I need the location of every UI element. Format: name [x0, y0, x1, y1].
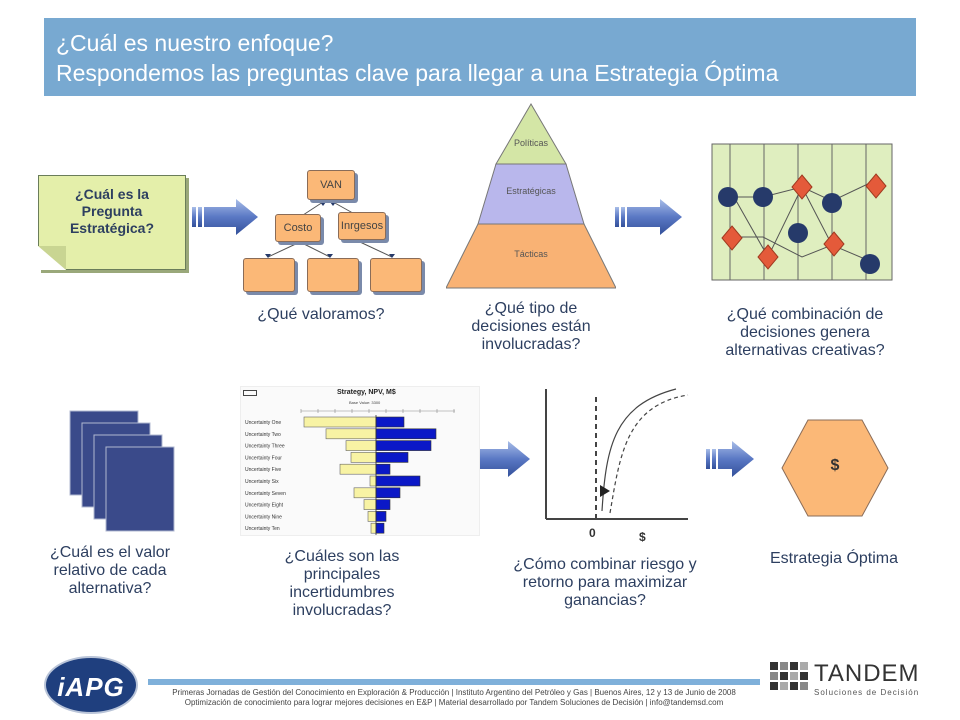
optimal-dollar-symbol: $ — [830, 457, 840, 474]
risk-axis-dollar: $ — [639, 530, 646, 544]
alternatives-stack-icon — [69, 410, 175, 532]
arrow-right-icon-4 — [706, 441, 754, 477]
title-banner: ¿Cuál es nuestro enfoque? Respondemos la… — [44, 18, 916, 96]
tornado-bar-low — [369, 475, 377, 487]
tornado-bar-high — [375, 428, 437, 440]
tornado-row-label: Uncertainty Two — [245, 432, 281, 438]
tornado-bar-high — [375, 487, 401, 499]
tandem-logo: TANDEM Soluciones de Decisión — [770, 660, 920, 700]
tornado-bar-high — [375, 522, 385, 534]
tornado-chart: Strategy, NPV, M$ Base Value: 3300 Uncer… — [240, 386, 480, 536]
pyramid-middle-label: Estratégicas — [506, 186, 556, 196]
tornado-row-label: Uncertainty Nine — [245, 514, 282, 520]
footer-line-2: Optimización de conocimiento para lograr… — [184, 698, 724, 707]
decision-pyramid — [446, 103, 616, 289]
tornado-row-label: Uncertainty Five — [245, 467, 281, 473]
tree-node-costo: Costo — [275, 214, 321, 242]
tree-node-van-label: VAN — [320, 179, 342, 191]
tornado-bar-low — [363, 499, 377, 510]
risk-axis-zero: 0 — [589, 526, 596, 540]
tornado-bar-low — [367, 511, 377, 522]
stack-caption: ¿Cuál es el valor relativo de cada alter… — [49, 544, 171, 597]
tree-node-ingresos: Inrgesos — [338, 212, 386, 240]
tornado-bar-high — [375, 416, 405, 428]
arrow-right-icon-2 — [615, 199, 682, 235]
title-line-1: ¿Cuál es nuestro enfoque? — [56, 30, 334, 56]
tornado-bar-high — [375, 440, 432, 451]
pyramid-caption: ¿Qué tipo de decisiones están involucrad… — [471, 300, 591, 353]
footer-line-1: Primeras Jornadas de Gestión del Conocim… — [172, 688, 736, 697]
tornado-bar-high — [375, 475, 421, 487]
tornado-bar-high — [375, 511, 387, 522]
tandem-grid-icon — [770, 662, 808, 690]
tornado-bar-low — [353, 487, 377, 499]
tornado-title: Strategy, NPV, M$ — [337, 389, 396, 396]
iapg-logo-text: iAPG — [57, 672, 125, 702]
pyramid-bottom-label: Tácticas — [514, 249, 548, 259]
note-fold — [38, 246, 66, 270]
tornado-bar-low — [345, 440, 377, 451]
tornado-row-label: Uncertainty Eight — [245, 503, 284, 509]
tornado-row-label: Uncertainty Three — [245, 444, 285, 450]
tornado-bar-low — [350, 452, 377, 463]
risk-return-graph — [545, 388, 689, 520]
pyramid-top-label: Políticas — [513, 138, 548, 148]
note-text: ¿Cuál es la Pregunta Estratégica? — [69, 186, 155, 236]
tornado-corner-icon — [243, 390, 257, 396]
optimal-caption: Estrategia Óptima — [769, 550, 899, 567]
tornado-row-label: Uncertainty One — [245, 420, 281, 426]
strategic-question-note: ¿Cuál es la Pregunta Estratégica? — [38, 175, 186, 270]
value-caption: ¿Qué valoramos? — [257, 306, 385, 323]
tornado-row-label: Uncertainty Four — [245, 455, 282, 461]
tandem-name: TANDEM — [814, 660, 920, 687]
tornado-bar-low — [370, 522, 377, 534]
optimal-hexagon-icon — [781, 419, 889, 517]
risk-caption: ¿Cómo combinar riesgo y retorno para max… — [513, 556, 697, 609]
tornado-bar-low — [339, 463, 377, 475]
combination-grid — [711, 143, 893, 281]
tree-node-ingresos-label: Inrgesos — [340, 220, 384, 232]
tandem-tagline: Soluciones de Decisión — [814, 688, 920, 697]
iapg-logo: iAPG — [44, 656, 138, 714]
title-line-2: Respondemos las preguntas clave para lle… — [56, 60, 779, 86]
tornado-bar-low — [325, 428, 377, 440]
tree-node-costo-label: Costo — [283, 222, 313, 234]
tree-leaf-3 — [370, 258, 422, 292]
tree-leaf-2 — [307, 258, 359, 292]
tree-node-van: VAN — [307, 170, 355, 200]
tornado-bar-high — [375, 463, 391, 475]
tornado-row-label: Uncertainty Six — [245, 479, 279, 485]
tornado-bar-low — [303, 416, 377, 428]
tornado-subtitle: Base Value: 3300 — [349, 400, 381, 405]
tornado-row-label: Uncertainty Ten — [245, 526, 280, 532]
footer-text: Primeras Jornadas de Gestión del Conocim… — [148, 688, 760, 708]
tornado-bar-high — [375, 499, 391, 510]
tornado-row-label: Uncertainty Seven — [245, 491, 286, 497]
tree-leaf-1 — [243, 258, 295, 292]
footer-bar — [148, 679, 760, 685]
combination-caption: ¿Qué combinación de decisiones genera al… — [725, 306, 885, 359]
tornado-caption: ¿Cuáles son las principales incertidumbr… — [284, 548, 400, 619]
tornado-bar-high — [375, 452, 409, 463]
arrow-right-icon-1 — [192, 199, 258, 235]
